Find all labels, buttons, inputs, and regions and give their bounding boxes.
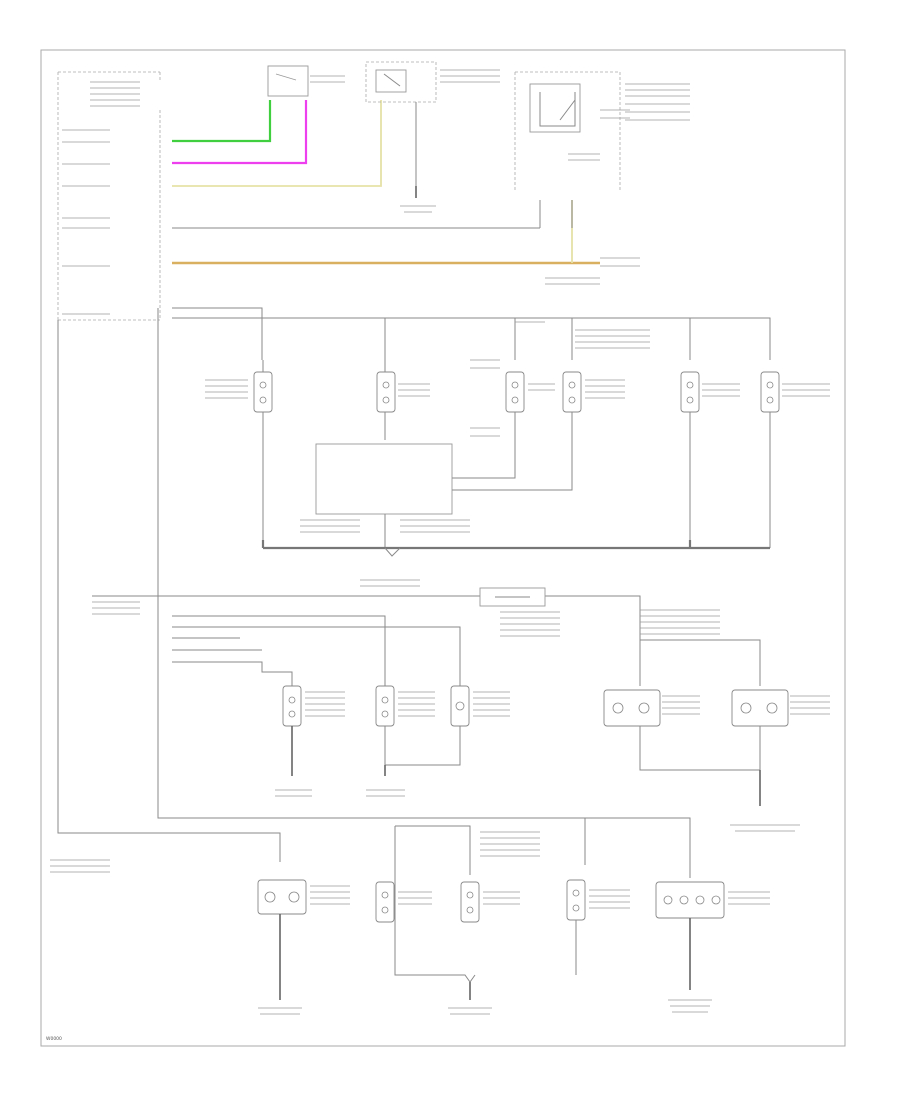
fuse-block bbox=[57, 71, 161, 321]
footer-code: W0000 bbox=[46, 1036, 62, 1042]
left-outer-wire bbox=[57, 320, 172, 834]
lamp-pair-right bbox=[603, 689, 830, 832]
door-switch bbox=[267, 65, 345, 97]
colored-wires bbox=[172, 100, 600, 265]
control-module-top bbox=[172, 71, 690, 285]
lower-branch-wires bbox=[92, 595, 761, 686]
switch-row-1 bbox=[205, 359, 830, 548]
lamp-row-bottom bbox=[257, 879, 770, 1015]
branch-wires-top bbox=[172, 307, 771, 360]
ground-drop-middle bbox=[384, 547, 401, 557]
ground-g1 bbox=[400, 186, 436, 213]
ground-bus-middle bbox=[261, 540, 770, 550]
body-control-module bbox=[300, 443, 573, 548]
left-main-bus bbox=[157, 308, 172, 819]
lamp-row-1 bbox=[275, 685, 510, 797]
bottom-wires bbox=[50, 817, 691, 983]
diagram-frame bbox=[40, 49, 846, 1047]
relay-module bbox=[365, 61, 500, 186]
connector-block-lower bbox=[479, 587, 546, 607]
